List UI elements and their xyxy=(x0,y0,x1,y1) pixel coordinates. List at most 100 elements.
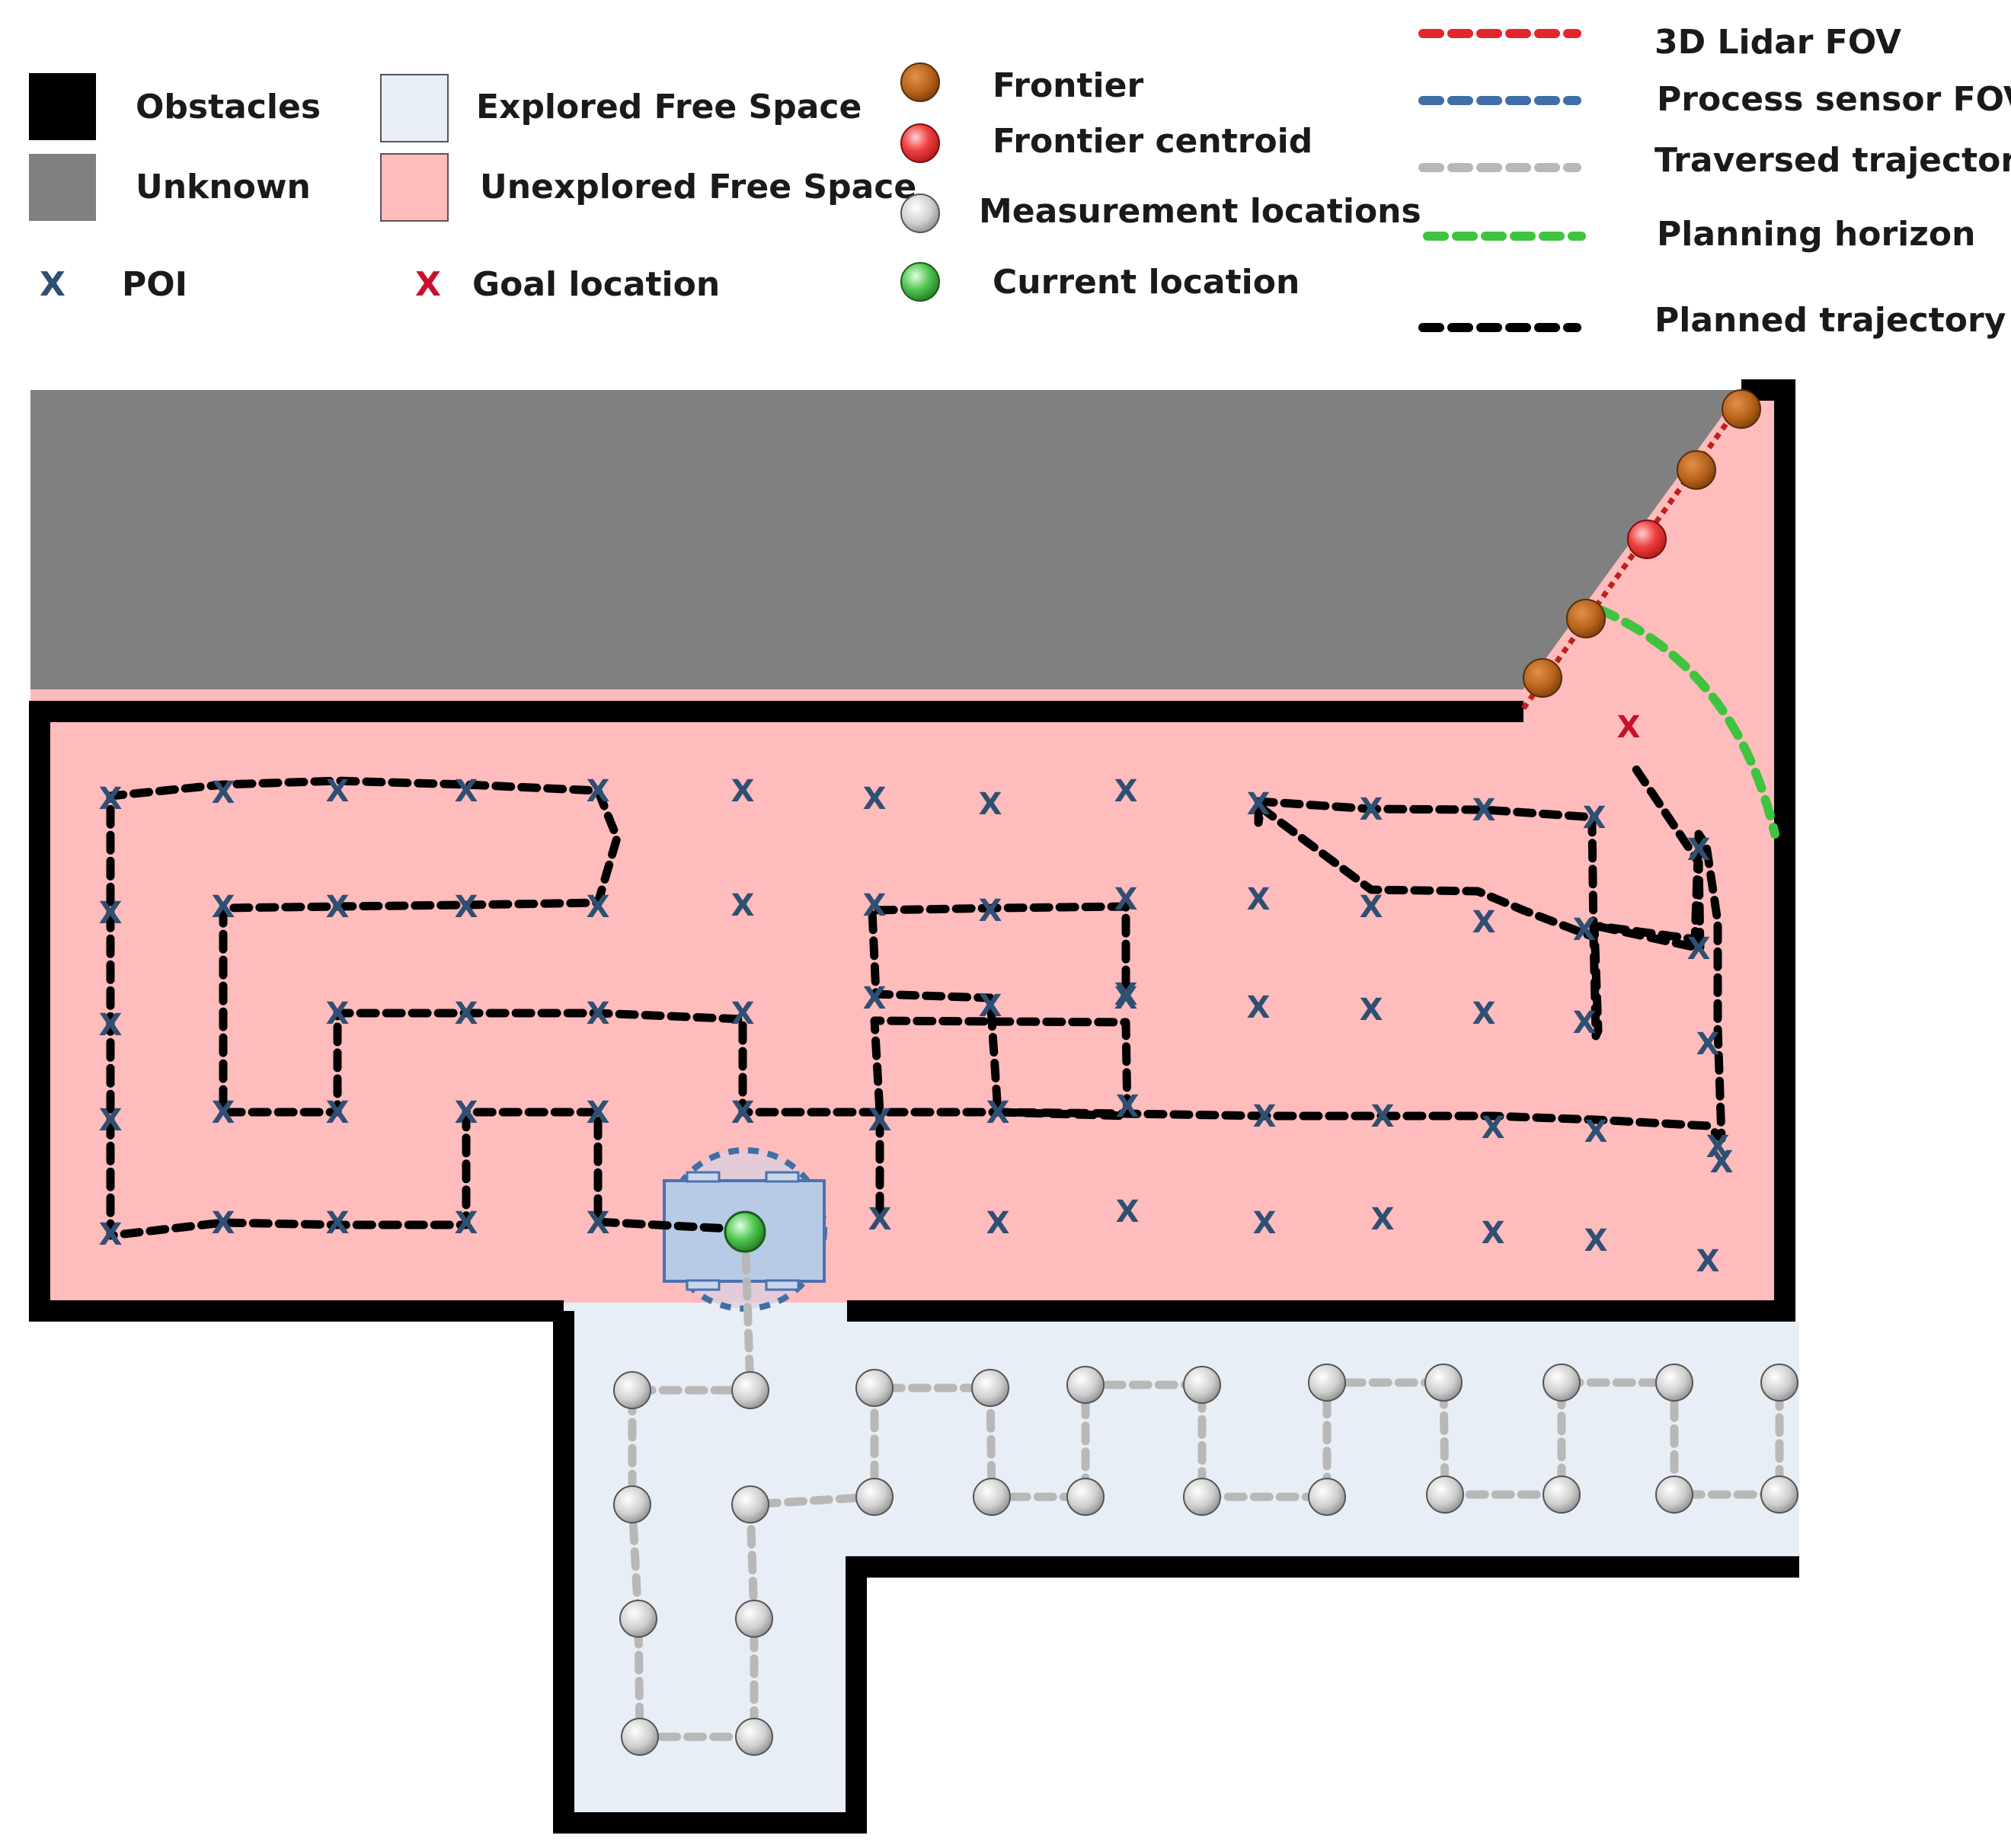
frontier-point xyxy=(1566,599,1606,638)
measurement-location xyxy=(1183,1478,1221,1516)
measurement-location xyxy=(1543,1364,1581,1402)
poi-marker: X xyxy=(587,890,610,925)
measurement-location xyxy=(1308,1364,1346,1402)
legend-explored-label: Explored Free Space xyxy=(476,88,862,126)
poi-marker: X xyxy=(212,775,235,810)
poi-marker: X xyxy=(212,890,235,925)
legend-planned-label: Planned trajectory xyxy=(1655,301,2006,340)
legend-goal-symbol: X xyxy=(415,265,441,304)
measurement-locations xyxy=(613,1364,1798,1756)
poi-marker: X xyxy=(455,890,478,925)
measurement-location xyxy=(855,1478,894,1516)
poi-marker: X xyxy=(868,1202,892,1237)
poi-marker: X xyxy=(212,1095,235,1130)
poi-marker: X xyxy=(1360,890,1383,925)
legend-process-fov-label: Process sensor FOV xyxy=(1657,80,2011,119)
poi-marker: X xyxy=(1584,1223,1608,1258)
poi-marker: X xyxy=(1116,1194,1140,1229)
legend-unexplored-label: Unexplored Free Space xyxy=(480,168,916,206)
legend-measurement-label: Measurement locations xyxy=(979,192,1421,231)
explored-corridor xyxy=(564,1303,847,1821)
legend-unknown-label: Unknown xyxy=(136,168,311,206)
poi-marker: X xyxy=(863,981,887,1016)
measurement-location xyxy=(1424,1364,1463,1402)
poi-marker: X xyxy=(326,890,350,925)
poi-marker: X xyxy=(979,894,1002,929)
measurement-location xyxy=(1543,1476,1581,1514)
frontier-point xyxy=(1677,450,1716,490)
poi-marker: X xyxy=(1253,1099,1277,1134)
poi-marker: X xyxy=(731,888,755,923)
legend-lidar-fov-label: 3D Lidar FOV xyxy=(1655,23,1901,62)
poi-marker: X xyxy=(455,996,478,1031)
legend-goal-label: Goal location xyxy=(472,265,720,304)
legend-frontier-label: Frontier xyxy=(993,66,1143,105)
poi-marker: X xyxy=(99,1103,123,1138)
planned-path-segment xyxy=(868,902,1132,1216)
legend-frontier-marker xyxy=(900,62,940,102)
wall-corridor-left xyxy=(553,1311,1799,1834)
measurement-location xyxy=(1760,1364,1798,1402)
legend-poi-label: POI xyxy=(122,265,187,304)
measurement-location xyxy=(621,1718,659,1756)
poi-marker: X xyxy=(1710,1145,1734,1180)
measurement-location xyxy=(971,1369,1009,1407)
measurement-location xyxy=(613,1485,651,1523)
measurement-location xyxy=(1426,1476,1464,1514)
poi-marker: X xyxy=(1360,792,1383,827)
poi-marker: X xyxy=(863,888,887,923)
poi-marker: X xyxy=(1116,1089,1140,1124)
poi-marker: X xyxy=(99,1008,123,1043)
poi-marker: X xyxy=(1696,1244,1720,1279)
poi-marker: X xyxy=(1114,774,1138,809)
poi-marker: X xyxy=(455,1095,478,1130)
measurement-location xyxy=(735,1718,773,1756)
poi-marker: X xyxy=(1360,993,1383,1028)
poi-marker: X xyxy=(1583,801,1607,836)
poi-marker: X xyxy=(979,989,1002,1024)
poi-marker: X xyxy=(1472,905,1496,940)
poi-marker: X xyxy=(587,1206,610,1241)
robot-wheel xyxy=(686,1279,721,1291)
legend-unknown-swatch xyxy=(29,154,96,221)
poi-marker: X xyxy=(1247,990,1271,1025)
legend-obstacles-swatch xyxy=(29,73,96,140)
poi-marker: X xyxy=(1584,1114,1608,1149)
poi-marker: X xyxy=(1573,913,1597,948)
legend-explored-swatch xyxy=(380,74,449,142)
poi-marker: X xyxy=(1114,882,1138,917)
legend-frontier-centroid-marker xyxy=(900,123,940,163)
planning-horizon-arc xyxy=(1595,605,1779,839)
unexplored-free-space xyxy=(30,396,1782,1322)
poi-marker: X xyxy=(1687,932,1711,967)
legend-unexplored-swatch xyxy=(380,153,449,222)
unknown-region xyxy=(30,390,1737,689)
measurement-location xyxy=(613,1371,651,1409)
poi-marker: X xyxy=(1482,1216,1505,1251)
poi-marker: X xyxy=(99,782,123,817)
poi-marker: X xyxy=(1696,1027,1720,1062)
poi-layer: X X X X X X X X X X X X X X X X X X X X X X X X X X X X X X X X X X X X X X X X… xyxy=(99,774,1734,1279)
planned-trajectory xyxy=(106,765,1726,1240)
legend-measurement-marker xyxy=(900,193,940,233)
obstacle-walls xyxy=(29,379,1799,1834)
measurement-location xyxy=(619,1600,657,1638)
poi-marker: X xyxy=(1253,1206,1277,1241)
poi-marker: X xyxy=(587,1095,610,1130)
poi-marker: X xyxy=(1371,1202,1395,1237)
poi-marker: X xyxy=(863,782,887,817)
frontier-centroid xyxy=(1627,520,1667,559)
measurement-location xyxy=(731,1371,769,1409)
poi-marker: X xyxy=(326,1206,350,1241)
legend-frontier-centroid-label: Frontier centroid xyxy=(993,122,1312,161)
poi-marker: X xyxy=(1247,882,1271,917)
poi-marker: X xyxy=(731,996,755,1031)
measurement-location xyxy=(1308,1478,1346,1516)
measurement-location xyxy=(855,1369,894,1407)
poi-marker: X xyxy=(455,1206,478,1241)
poi-marker: X xyxy=(455,774,478,809)
measurement-location xyxy=(731,1485,769,1523)
poi-marker: X xyxy=(1573,1006,1597,1041)
poi-marker: X xyxy=(1247,787,1271,822)
poi-marker: X xyxy=(326,774,350,809)
